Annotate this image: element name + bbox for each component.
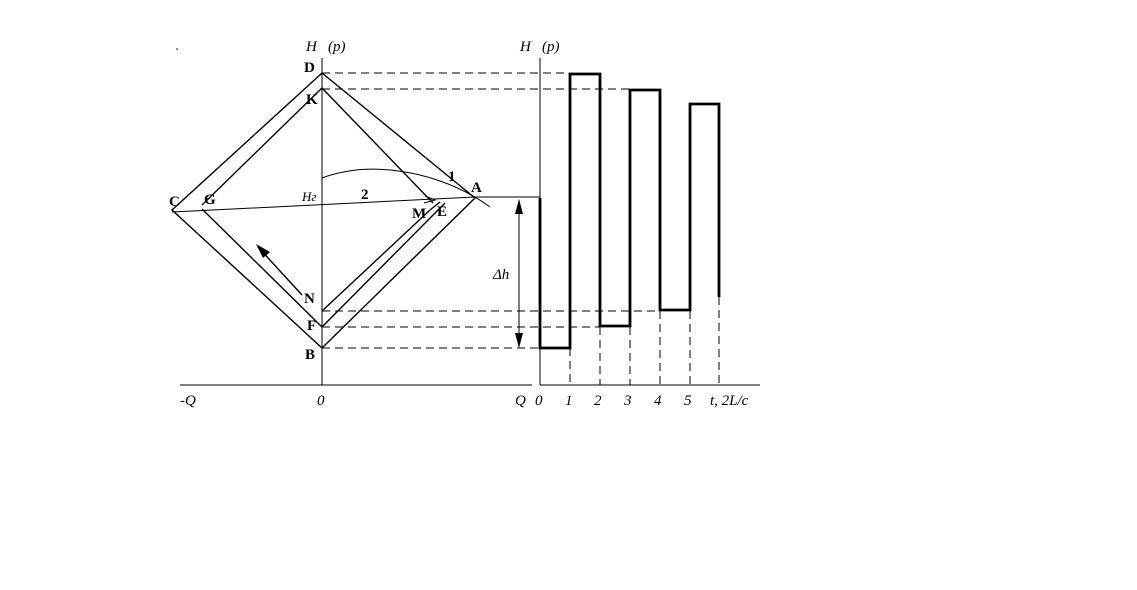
curve-2-label: 2 bbox=[361, 187, 369, 203]
left-plot: H (p) -Q 0 Q D K C G A M E N F B 1 2 Hг … bbox=[169, 39, 540, 409]
pressure-wave bbox=[538, 72, 721, 350]
tick-2: 2 bbox=[594, 393, 602, 409]
curve-1 bbox=[321, 168, 491, 208]
point-d-label: D bbox=[304, 60, 315, 76]
point-m-label: M bbox=[412, 206, 426, 222]
stray-dot bbox=[176, 48, 178, 50]
right-plot: H (p) 0 1 2 3 4 5 t, 2L/c bbox=[519, 39, 760, 409]
delta-h-arrow-bottom bbox=[515, 333, 523, 348]
delta-h-arrow-top bbox=[515, 199, 523, 214]
curve-2 bbox=[171, 196, 540, 213]
delta-h-label: Δh bbox=[492, 267, 509, 283]
point-k-label: K bbox=[306, 92, 318, 108]
point-g-label: G bbox=[204, 192, 216, 208]
point-e-label: E bbox=[437, 204, 447, 220]
inner-path-n-m bbox=[321, 209, 431, 312]
left-axis-negq-label: -Q bbox=[180, 393, 196, 409]
right-axis-t-label: t, 2L/c bbox=[710, 393, 749, 409]
hg-label: Hг bbox=[301, 189, 316, 204]
arrow-near-e bbox=[423, 195, 437, 204]
point-a-label: A bbox=[471, 180, 482, 196]
tick-5: 5 bbox=[684, 393, 692, 409]
tick-1: 1 bbox=[565, 393, 573, 409]
tick-4: 4 bbox=[654, 393, 662, 409]
inner-rhombus-upper bbox=[201, 87, 434, 206]
projection-lines bbox=[322, 72, 720, 385]
curve-1-label: 1 bbox=[448, 169, 456, 185]
right-axis-p-label: (p) bbox=[542, 39, 560, 55]
right-axis-origin-label: 0 bbox=[535, 393, 543, 409]
left-axis-q-label: Q bbox=[515, 393, 526, 409]
flow-arrow-head bbox=[256, 244, 270, 258]
tick-3: 3 bbox=[623, 393, 632, 409]
right-axis-h-label: H bbox=[519, 39, 532, 55]
left-axis-h-label: H bbox=[305, 39, 318, 55]
point-n-label: N bbox=[304, 291, 315, 307]
left-axis-origin-label: 0 bbox=[317, 393, 325, 409]
point-b-label: B bbox=[305, 347, 315, 363]
point-c-label: C bbox=[169, 194, 180, 210]
left-axis-p-label: (p) bbox=[328, 39, 346, 55]
inner-path-m-e-link bbox=[429, 201, 441, 211]
inner-rhombus-lower bbox=[201, 202, 446, 328]
point-f-label: F bbox=[307, 318, 316, 334]
